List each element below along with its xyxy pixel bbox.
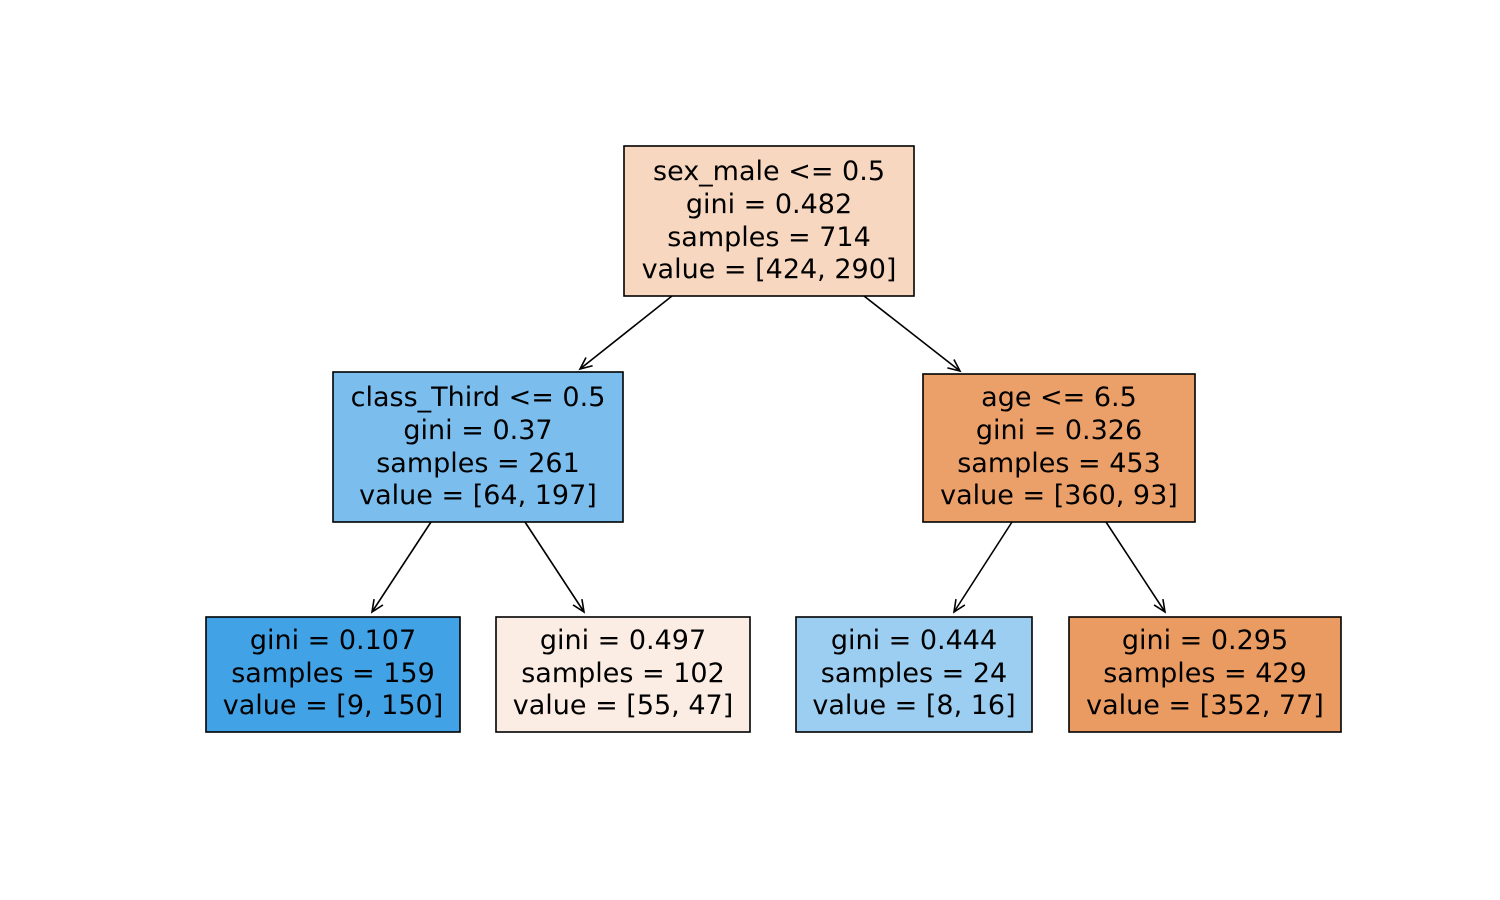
node-gini: gini = 0.37 (403, 415, 552, 446)
node-box-left-left (205, 616, 461, 733)
arrowhead-icon (952, 599, 966, 614)
tree-edge-root-to-left (578, 295, 673, 371)
node-value: value = [360, 93] (940, 480, 1178, 511)
node-value: value = [424, 290] (642, 254, 897, 285)
edge-line (1105, 521, 1166, 613)
tree-edges (370, 295, 1167, 614)
node-box-right-left (795, 616, 1033, 733)
node-samples: samples = 159 (231, 658, 435, 689)
node-box-right-right (1068, 616, 1342, 733)
arrowhead-icon (578, 357, 593, 371)
node-box-right (922, 373, 1196, 523)
node-value: value = [64, 197] (359, 480, 597, 511)
edge-line (579, 295, 673, 370)
node-samples: samples = 261 (376, 448, 580, 479)
node-value: value = [55, 47] (513, 690, 733, 721)
node-box-left (332, 371, 624, 523)
node-gini: gini = 0.444 (831, 625, 997, 656)
node-samples: samples = 102 (521, 658, 725, 689)
tree-leaf-right-left: gini = 0.444 samples = 24 value = [8, 16… (795, 616, 1033, 733)
node-box-left-right (495, 616, 751, 733)
node-gini: gini = 0.482 (686, 189, 852, 220)
arrowhead-icon (572, 599, 586, 614)
node-condition: age <= 6.5 (981, 382, 1137, 413)
node-condition: class_Third <= 0.5 (351, 382, 606, 413)
node-gini: gini = 0.295 (1122, 625, 1288, 656)
edge-line (371, 521, 432, 613)
tree-edge-root-to-right (863, 295, 962, 373)
tree-edge-right-to-right-right (1105, 521, 1167, 614)
node-gini: gini = 0.497 (540, 625, 706, 656)
tree-edge-left-to-left-right (524, 521, 586, 614)
node-samples: samples = 429 (1103, 658, 1307, 689)
tree-edge-left-to-left-left (370, 521, 432, 614)
tree-node-root: sex_male <= 0.5 gini = 0.482 samples = 7… (623, 145, 915, 297)
node-gini: gini = 0.107 (250, 625, 416, 656)
arrowhead-icon (1153, 599, 1167, 614)
tree-leaf-left-right: gini = 0.497 samples = 102 value = [55, … (495, 616, 751, 733)
node-samples: samples = 24 (821, 658, 1007, 689)
node-samples: samples = 453 (957, 448, 1161, 479)
tree-node-right: age <= 6.5 gini = 0.326 samples = 453 va… (922, 373, 1196, 523)
arrowhead-icon (370, 599, 384, 614)
node-samples: samples = 714 (667, 222, 871, 253)
tree-edge-right-to-right-left (952, 521, 1013, 614)
node-value: value = [8, 16] (812, 690, 1015, 721)
node-box-root (623, 145, 915, 297)
edge-line (863, 295, 961, 372)
arrowhead-icon (947, 359, 962, 373)
node-gini: gini = 0.326 (976, 415, 1142, 446)
node-value: value = [352, 77] (1086, 690, 1324, 721)
edge-line (953, 521, 1013, 613)
tree-leaf-left-left: gini = 0.107 samples = 159 value = [9, 1… (205, 616, 461, 733)
edge-line (524, 521, 585, 613)
node-condition: sex_male <= 0.5 (653, 156, 885, 187)
tree-node-left: class_Third <= 0.5 gini = 0.37 samples =… (332, 371, 624, 523)
node-value: value = [9, 150] (223, 690, 443, 721)
tree-leaf-right-right: gini = 0.295 samples = 429 value = [352,… (1068, 616, 1342, 733)
